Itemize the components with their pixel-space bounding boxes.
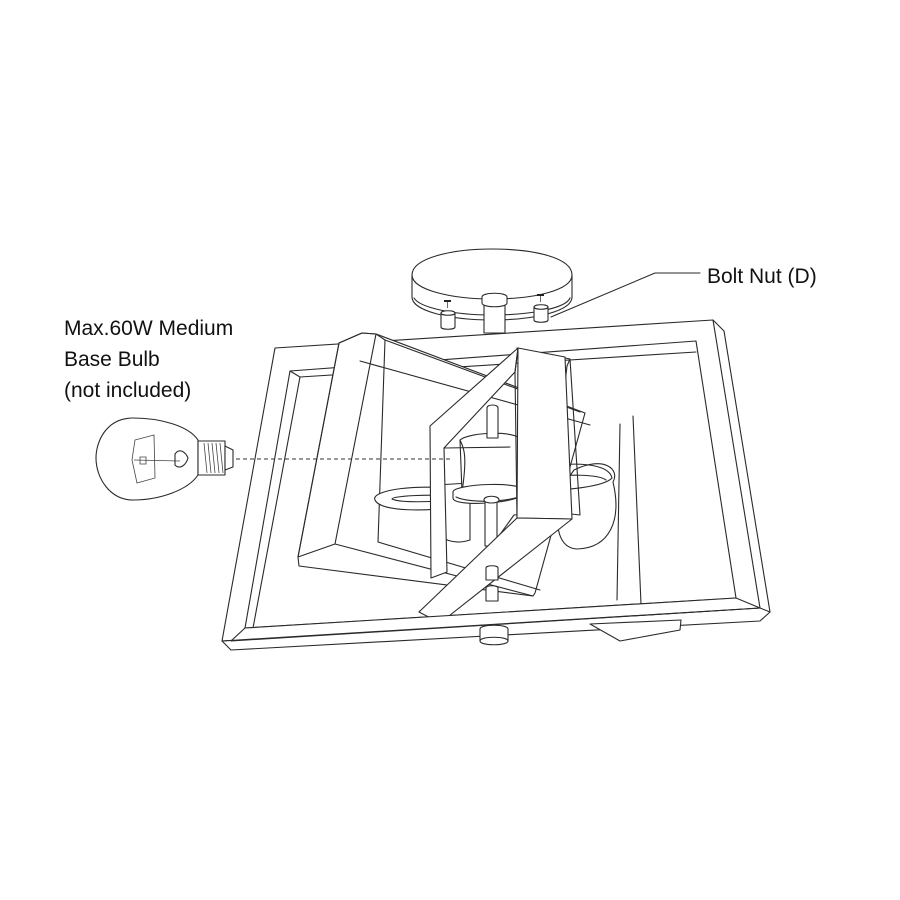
bulb-callout-line-1: Max.60W Medium [64,317,234,340]
bolt-nut-leader [550,272,701,318]
bolt-nut-right [533,304,549,323]
bulb-callout: Max.60W Medium Base Bulb (not included) [64,313,233,406]
lower-rods [485,565,499,602]
bolt-nut-left [440,310,456,330]
bottom-finial [479,624,509,646]
center-stem [481,292,508,334]
underside-plate [589,619,682,642]
back-strut [616,423,621,601]
light-bulb [95,417,234,501]
bulb-callout-line-2: Base Bulb [64,348,160,371]
bolt-nut-callout: Bolt Nut (D) [707,265,817,288]
center-socket [435,404,526,547]
bulb-callout-line-3: (not included) [64,379,192,402]
